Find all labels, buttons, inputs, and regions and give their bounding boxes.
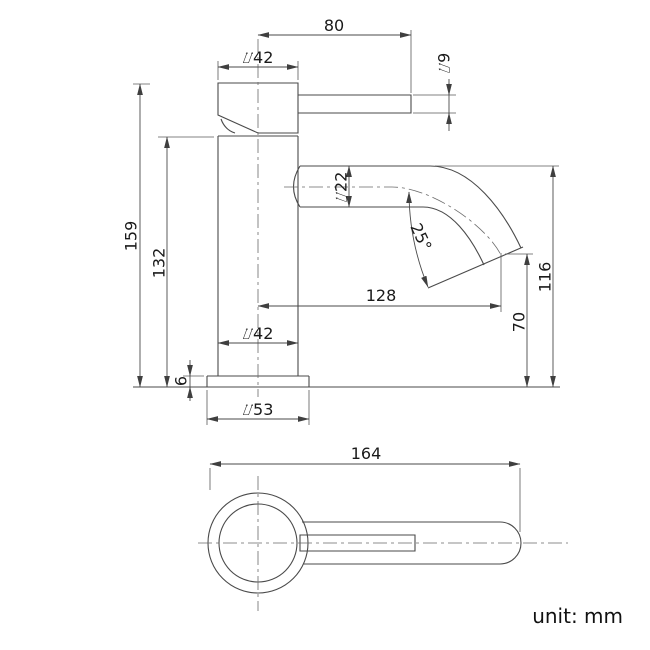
lever-rod-outline <box>299 534 416 552</box>
spout-joint-arc <box>292 165 301 208</box>
ext-overall-length <box>209 468 521 532</box>
side-view <box>133 39 560 397</box>
spout-outlet-face-line <box>427 246 524 289</box>
side-view-dimensions: 80 ⌰42 ⌰9 ⌰22 25° 159 132 128 116 70 ⌰42… <box>122 16 559 425</box>
dim-label-body-height: 132 <box>150 248 169 279</box>
dim-label-overall-length: 164 <box>351 444 382 463</box>
dim-label-handle-length: 80 <box>324 16 344 35</box>
handle-rod-outline <box>298 94 412 114</box>
dim-label-outlet-height: 70 <box>510 312 529 332</box>
dim-label-body-diameter: ⌰42 <box>243 324 274 343</box>
handle-cap-seam-arc <box>220 118 236 134</box>
spout-centerline <box>284 186 503 258</box>
handle-cap-outline <box>217 82 299 134</box>
dim-label-rod-diameter: ⌰9 <box>435 53 454 74</box>
ext-rod-diameter <box>413 94 456 114</box>
spout-outer-curve <box>300 165 522 249</box>
spout-inner-curve <box>300 206 485 266</box>
dim-label-cap-diameter: ⌰42 <box>243 48 274 67</box>
dim-label-overall-height: 159 <box>122 221 141 252</box>
body-outline <box>217 135 299 376</box>
dim-label-spout-top-height: 116 <box>536 262 555 293</box>
plan-view: 164 <box>198 444 568 611</box>
dim-label-spout-angle: 25° <box>406 220 435 254</box>
dim-label-base-diameter: ⌰53 <box>243 400 274 419</box>
dim-label-spout-diameter: ⌰22 <box>332 172 351 203</box>
dimline-spout-angle-arc <box>406 191 429 288</box>
dim-label-base-height: 6 <box>172 376 191 386</box>
lever-outline <box>302 521 522 565</box>
unit-note: unit: mm <box>532 604 623 628</box>
dim-label-spout-reach: 128 <box>366 286 397 305</box>
